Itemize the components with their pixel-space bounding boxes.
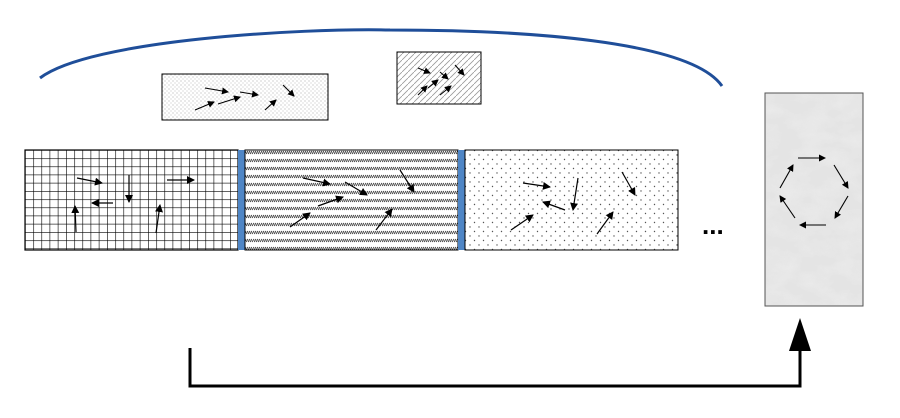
motion-arrow-icon [542, 200, 566, 211]
motion-arrow-icon [522, 182, 551, 190]
hatched-panel [244, 149, 459, 251]
motion-arrow-icon [454, 64, 465, 76]
motion-arrow-icon [155, 204, 163, 234]
motion-arrow-icon [570, 177, 579, 211]
motion-arrow-icon [439, 71, 449, 80]
motion-arrow-icon [779, 195, 796, 219]
motion-arrow-icon [779, 164, 794, 189]
motion-arrow-icon [344, 181, 368, 196]
motion-arrow-icon [417, 67, 431, 74]
motion-arrow-icon [239, 90, 259, 98]
motion-arrow-icon [439, 85, 452, 96]
motion-arrow-icon [834, 195, 849, 219]
motion-arrow-icon [621, 171, 636, 196]
grid-panel [24, 149, 239, 251]
separator-bar [238, 150, 245, 250]
separator-bar [458, 150, 465, 250]
motion-arrow-icon [71, 205, 80, 233]
grouping-arc [39, 28, 724, 87]
motion-arrow-icon [204, 87, 229, 95]
motion-arrow-icon [427, 79, 439, 89]
small-hatched-box [396, 51, 482, 105]
motion-arrow-icon [264, 99, 277, 111]
feedback-arrow-line [188, 348, 802, 388]
motion-arrow-icon [302, 177, 331, 187]
dotted-panel [464, 149, 679, 251]
motion-arrow-icon [217, 95, 241, 105]
motion-arrow-icon [833, 164, 849, 189]
motion-arrow-icon [417, 85, 428, 96]
motion-arrows [71, 64, 849, 235]
motion-arrow-icon [596, 211, 614, 235]
motion-arrow-icon [510, 214, 534, 231]
small-dotted-box [161, 73, 329, 121]
marble-texture [766, 94, 862, 305]
motion-arrow-icon [375, 208, 393, 231]
motion-arrow-icon [289, 212, 311, 228]
ellipsis: ... [702, 210, 724, 240]
motion-arrow-icon [282, 84, 295, 97]
feedback-arrowhead [789, 318, 811, 351]
motion-arrow-icon [76, 177, 103, 186]
motion-arrow-icon [399, 169, 415, 193]
motion-arrow-icon [317, 195, 344, 207]
motion-arrow-icon [194, 101, 215, 111]
